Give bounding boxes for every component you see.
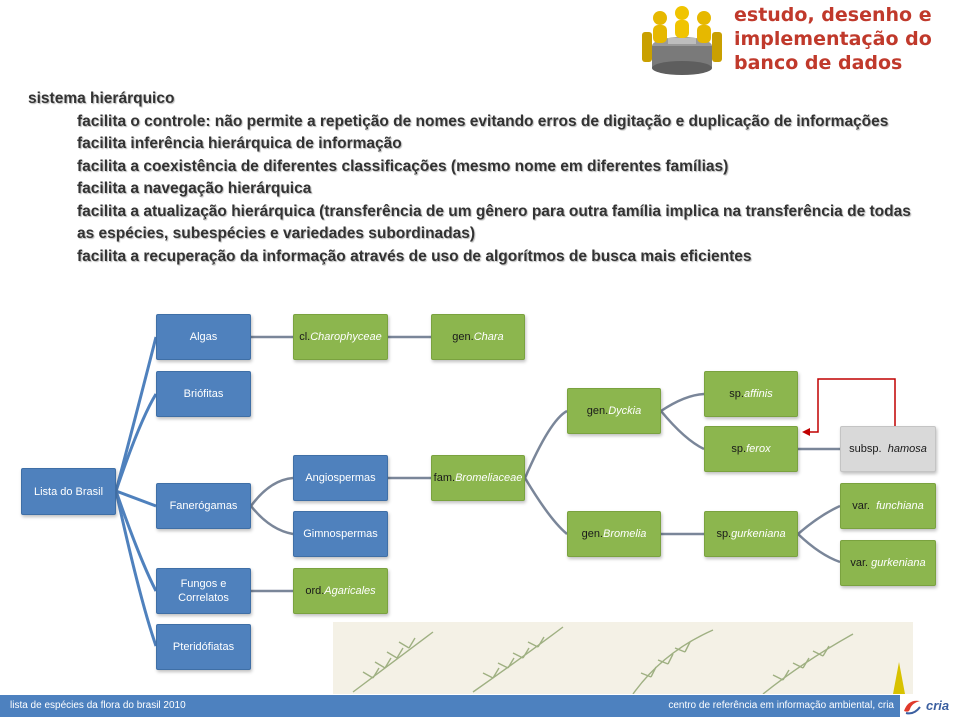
connector-root-fanerogamas (115, 489, 157, 508)
node-genus-chara: gen.Chara (431, 314, 525, 360)
node-species-gurkeniana: sp.gurkeniana (704, 511, 798, 557)
transfer-arrow (802, 378, 896, 436)
body-text: sistema hierárquico facilita o controle:… (28, 88, 928, 268)
node-fanerogamas: Fanerógamas (156, 483, 251, 529)
tree-connectors (114, 335, 896, 647)
body-heading: sistema hierárquico (28, 90, 175, 107)
cria-logo: cria (900, 695, 960, 717)
bullet-item: facilita o controle: não permite a repet… (77, 112, 889, 130)
node-class-charophyceae: cl.Charophyceae (293, 314, 388, 360)
node-variety-funchiana: var. funchiana (840, 483, 936, 529)
connector-gurkeniana-varg (797, 533, 841, 564)
title-line-2: implementação do (734, 28, 932, 50)
node-variety-gurkeniana: var. gurkeniana (840, 540, 936, 586)
node-genus-bromelia: gen.Bromelia (567, 511, 661, 557)
node-species-affinis: sp.affinis (704, 371, 798, 417)
title-line-3: banco de dados (734, 52, 903, 74)
slide-title: estudo, desenho e implementação do banco… (734, 3, 954, 75)
node-species-ferox: sp.ferox (704, 426, 798, 472)
bullet-item: facilita a coexistência de diferentes cl… (77, 157, 729, 175)
connector-fanerogamas-gimno (250, 505, 294, 536)
footer-bar: lista de espécies da flora do brasil 201… (0, 695, 960, 717)
bullet-item: facilita a navegação hierárquica (77, 180, 312, 197)
node-order-agaricales: ord.Agaricales (293, 568, 388, 614)
connector-root-pteridofitas (114, 490, 158, 647)
connector-root-algas (114, 336, 158, 492)
connector-dyckia-affinis (660, 392, 705, 413)
title-line-1: estudo, desenho e (734, 4, 932, 26)
node-lista-do-brasil: Lista do Brasil (21, 468, 116, 515)
bullet-list: facilita o controle: não permite a repet… (28, 111, 928, 269)
connector-dyckia-ferox (660, 410, 705, 451)
people-meeting-logo (642, 6, 722, 75)
node-angiospermas: Angiospermas (293, 455, 388, 501)
node-gimnospermas: Gimnospermas (293, 511, 388, 557)
node-pteridofitas: Pteridófiatas (156, 624, 251, 670)
plant-illustration (333, 622, 913, 694)
node-family-bromeliaceae: fam.Bromeliaceae (431, 455, 525, 501)
bullet-item: facilita inferência hierárquica de infor… (77, 135, 402, 152)
bullet-item: facilita a atualização hierárquica (tran… (77, 202, 911, 243)
node-briofitas: Briófitas (156, 371, 251, 417)
cria-swirl-icon (904, 700, 921, 715)
footer-left-text: lista de espécies da flora do brasil 201… (10, 700, 186, 711)
node-fungos-e-correlatos: Fungos e Correlatos (156, 568, 251, 614)
cria-logo-text: cria (926, 698, 950, 713)
node-subspecies-hamosa: subsp. hamosa (840, 426, 936, 472)
bullet-item: facilita a recuperação da informação atr… (77, 247, 752, 265)
connector-gurkeniana-funchiana (797, 504, 841, 535)
connector-root-briofitas (114, 393, 158, 492)
footer-right-text: centro de referência em informação ambie… (668, 700, 894, 711)
connector-family-bromelia (523, 477, 568, 535)
node-algas: Algas (156, 314, 251, 360)
connector-fanerogamas-angio (249, 476, 294, 507)
connector-root-fungos (114, 490, 158, 592)
connector-family-dyckia (523, 409, 568, 479)
node-genus-dyckia: gen.Dyckia (567, 388, 661, 434)
